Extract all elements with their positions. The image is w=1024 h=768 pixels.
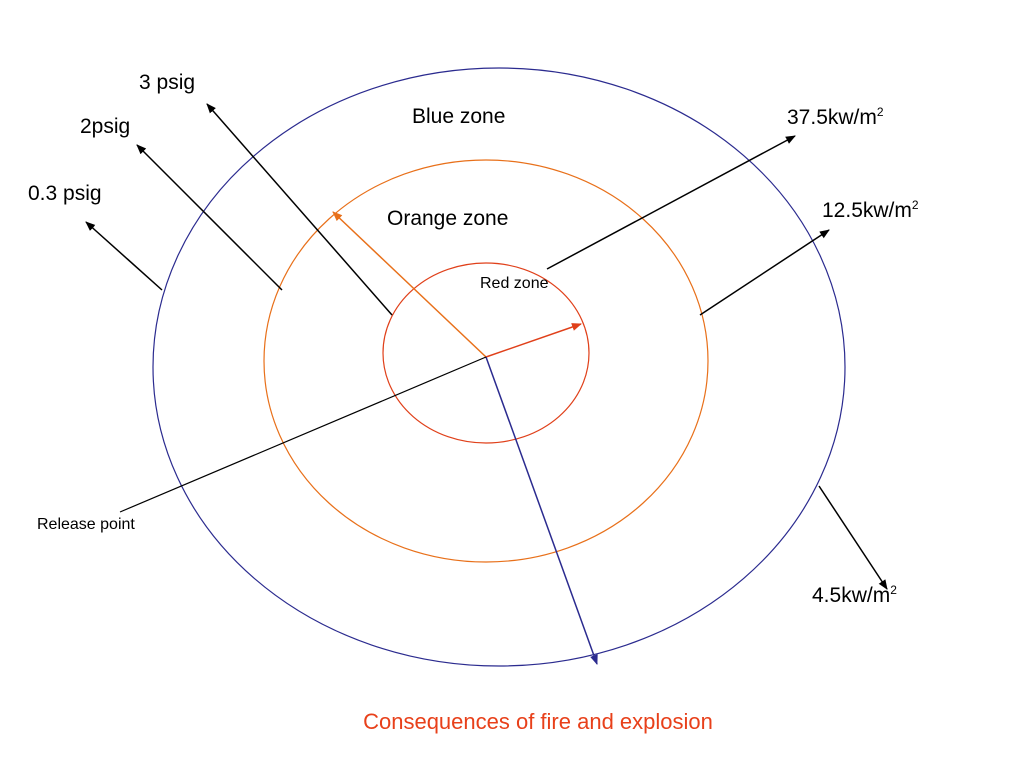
red-radius-arrow xyxy=(485,323,582,358)
pressure-label-2psig: 2psig xyxy=(80,115,130,138)
leader-37-5kw xyxy=(546,135,796,270)
release-point-label: Release point xyxy=(37,516,135,533)
red-zone-label: Red zone xyxy=(480,275,549,292)
pressure-label-0-3psig: 0.3 psig xyxy=(28,182,102,205)
red-zone-circle xyxy=(382,262,590,444)
orange-zone-label: Orange zone xyxy=(387,207,508,230)
orange-zone-circle xyxy=(263,159,709,563)
heat-flux-label-4-5: 4.5kw/m2 xyxy=(812,583,897,607)
blue-radius-arrow xyxy=(485,356,598,665)
leader-12-5kw xyxy=(699,229,830,316)
pressure-label-3psig: 3 psig xyxy=(139,71,195,94)
leader-4-5kw xyxy=(818,485,888,590)
leader-3psig xyxy=(206,103,393,316)
diagram-caption: Consequences of fire and explosion xyxy=(363,709,713,734)
blue-zone-circle xyxy=(152,67,846,667)
heat-flux-label-37-5: 37.5kw/m2 xyxy=(787,105,884,129)
orange-radius-arrow xyxy=(332,211,487,358)
heat-flux-label-12-5: 12.5kw/m2 xyxy=(822,198,919,222)
leader-2psig xyxy=(136,144,283,291)
blue-zone-label: Blue zone xyxy=(412,105,505,128)
release-point-leader xyxy=(119,356,487,513)
leader-0-3psig xyxy=(85,221,163,291)
